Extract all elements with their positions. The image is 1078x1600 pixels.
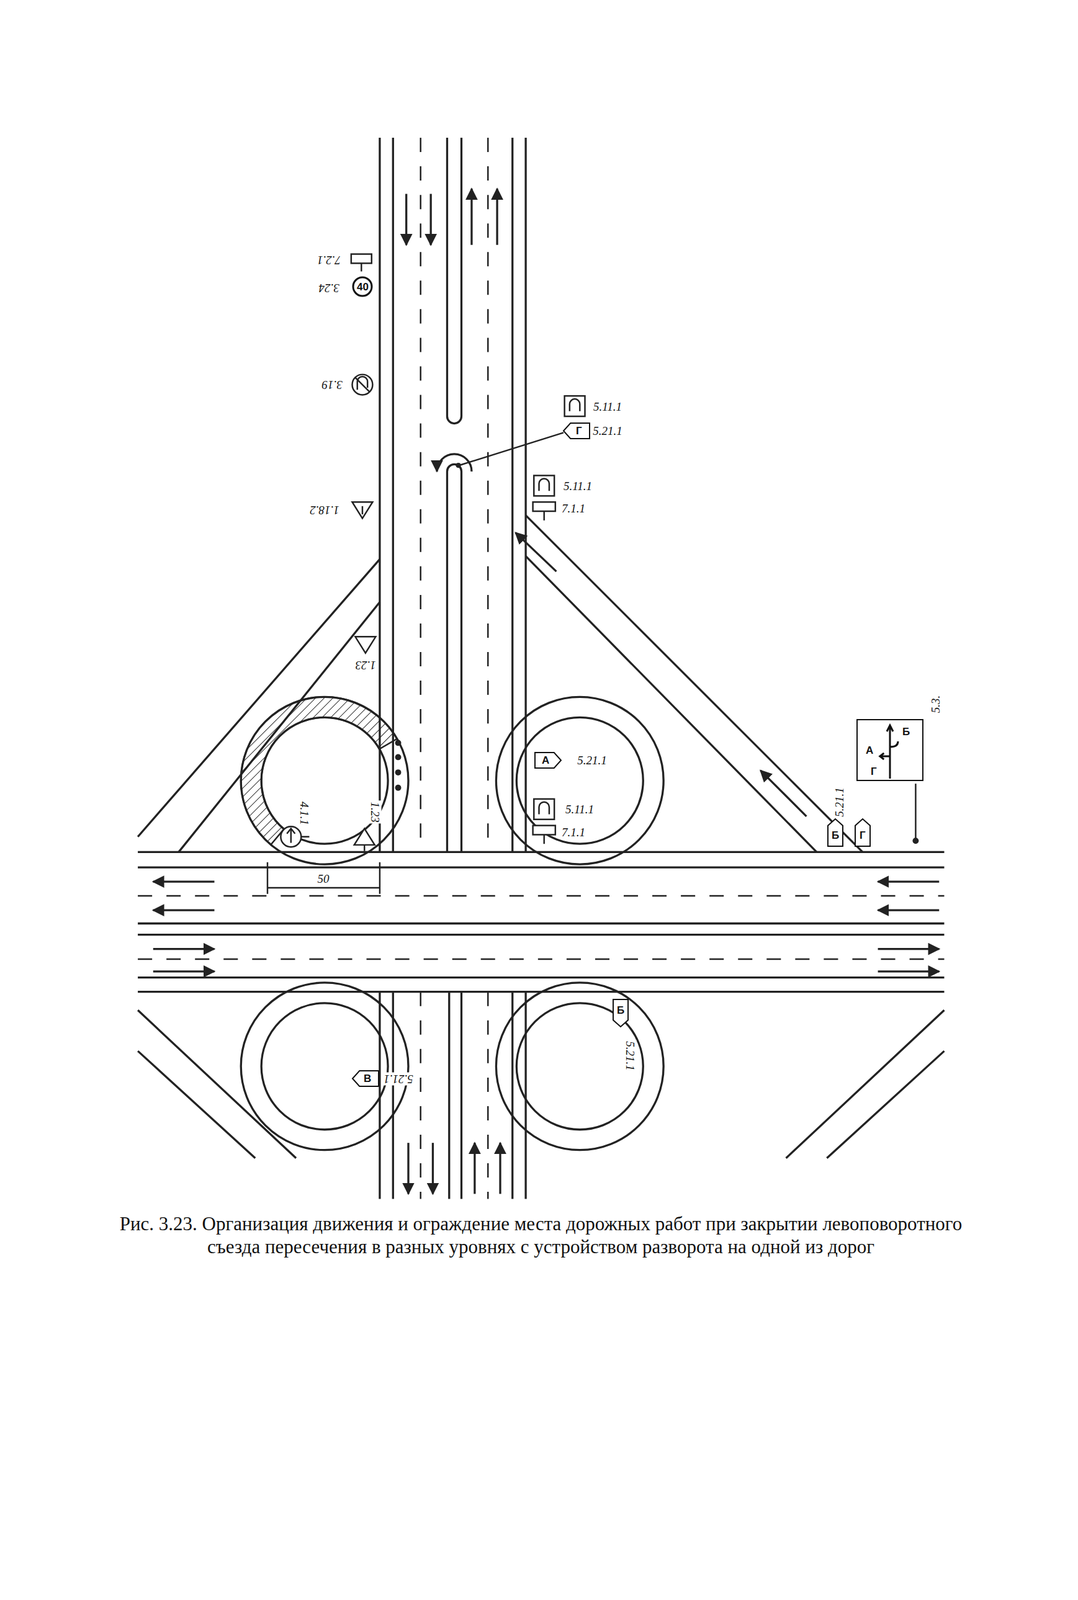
sign-letter: Б	[831, 830, 840, 841]
sign-number: 5.11.1	[564, 803, 596, 817]
road-edges	[137, 137, 944, 1200]
sign-number: 3.24	[317, 281, 341, 295]
lane-direction-sign: Г	[855, 819, 871, 847]
lane-direction-sign: В	[352, 1071, 379, 1087]
sign-number: 50	[316, 872, 331, 886]
sign-number: 7.1.1	[560, 502, 587, 516]
lane-direction-sign: Б	[613, 999, 629, 1028]
leader-lines	[267, 432, 916, 894]
sign-number: 3.19	[320, 378, 344, 392]
lane-direction-sign: А	[534, 752, 562, 769]
leader-dot	[912, 837, 919, 845]
board-arrows	[880, 725, 899, 779]
sign-number: 5.3.	[929, 694, 943, 715]
board-outline	[857, 719, 923, 781]
fence-dots	[395, 739, 402, 791]
sign-number: 5.21.1	[575, 754, 609, 768]
figure-caption: Рис. 3.23. Организация движения и огражд…	[96, 1212, 985, 1259]
sign-arrow-outline	[827, 819, 843, 847]
sign-number: 5.21.1	[832, 786, 846, 819]
sign-number: 5.21.1	[591, 424, 624, 438]
sign-number: 7.1.1	[560, 826, 587, 840]
sign-letter: В	[363, 1073, 372, 1085]
direction-arrows	[153, 188, 939, 1195]
direction-board-sign: А Б Г	[856, 719, 924, 782]
sign-letter: Б	[902, 726, 910, 738]
lane-lines	[137, 137, 944, 1200]
sign-arrow-outline	[613, 999, 629, 1028]
lane-direction-sign: Г	[563, 423, 590, 439]
sign-arrow-outline	[534, 752, 562, 769]
sign-letter: А	[541, 755, 550, 766]
sign-number: 1.18.2	[308, 503, 341, 517]
sign-number: 5.11.1	[562, 479, 594, 493]
sign-number: 1.23	[368, 800, 382, 824]
lane-direction-sign: Б	[827, 819, 843, 847]
sign-number: 1.23	[353, 659, 377, 673]
sign-number: 4.1.1	[297, 800, 311, 827]
sign-letter: Г	[859, 830, 866, 841]
road-signs	[280, 254, 585, 852]
sign-arrow-outline	[855, 819, 871, 847]
sign-letter: Б	[616, 1005, 625, 1016]
sign-number: 5.21.1	[382, 1073, 415, 1087]
closed-ramp-hatch	[240, 696, 398, 845]
sign-letter: А	[865, 745, 874, 756]
sign-number: 5.21.1	[623, 1040, 637, 1073]
sign-ring	[353, 277, 372, 297]
sign-letter: Г	[870, 766, 877, 778]
sign-number: 7.2.1	[315, 253, 342, 267]
sign-number: 5.11.1	[592, 400, 624, 414]
leader-dot	[455, 462, 461, 468]
speed-limit-sign: 40	[351, 276, 373, 298]
sign-letter: 40	[356, 281, 369, 293]
sign-arrow-outline	[352, 1071, 379, 1087]
sign-arrow-outline	[563, 423, 590, 439]
sign-letter: Г	[575, 425, 583, 437]
